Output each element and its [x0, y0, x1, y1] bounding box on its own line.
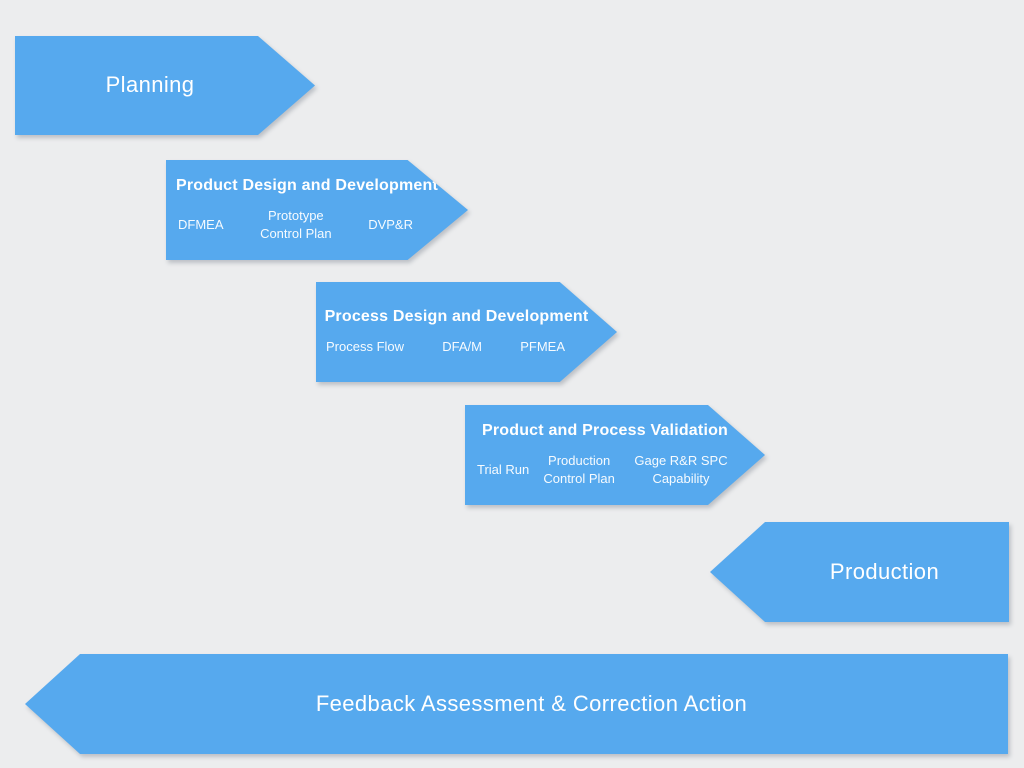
sub-item-prototype-control-plan: Prototype Control Plan: [260, 208, 332, 241]
sub-item-gage-rr-spc-capability: Gage R&R SPC Capability: [634, 453, 728, 486]
process-design-sub-row: Process Flow DFA/M PFMEA: [316, 338, 617, 356]
validation-content: Product and Process Validation Trial Run…: [465, 405, 765, 505]
validation-sub-row: Trial Run Production Control Plan Gage R…: [465, 452, 765, 487]
validation-title: Product and Process Validation: [481, 422, 729, 440]
sub-item-dfam: DFA/M: [442, 339, 482, 355]
arrow-process-design-development: Process Design and Development Process F…: [316, 282, 617, 382]
validation-arrow-shape: Product and Process Validation Trial Run…: [465, 405, 765, 505]
production-arrow-shape: Production: [710, 522, 1009, 622]
product-design-title: Product Design and Development: [175, 177, 439, 195]
product-design-sub-row: DFMEA Prototype Control Plan DVP&R: [166, 207, 468, 242]
planning-arrow-shape: Planning: [15, 36, 315, 135]
product-design-arrow-shape: Product Design and Development DFMEA Pro…: [166, 160, 468, 260]
arrow-production: Production: [710, 522, 1009, 622]
arrow-product-process-validation: Product and Process Validation Trial Run…: [465, 405, 765, 505]
sub-item-pfmea: PFMEA: [520, 339, 565, 355]
feedback-label: Feedback Assessment & Correction Action: [315, 690, 748, 716]
arrow-feedback-assessment-correction-action: Feedback Assessment & Correction Action: [25, 654, 1008, 754]
arrow-product-design-development: Product Design and Development DFMEA Pro…: [166, 160, 468, 260]
production-label: Production: [829, 558, 940, 584]
sub-item-trial-run: Trial Run: [477, 462, 530, 478]
sub-item-production-control-plan: Production Control Plan: [543, 453, 615, 486]
process-design-content: Process Design and Development Process F…: [316, 282, 617, 382]
product-design-content: Product Design and Development DFMEA Pro…: [166, 160, 468, 260]
feedback-arrow-shape: Feedback Assessment & Correction Action: [25, 654, 1008, 754]
sub-item-dfmea: DFMEA: [178, 217, 224, 233]
sub-item-process-flow: Process Flow: [326, 339, 405, 355]
sub-item-dvpr: DVP&R: [368, 217, 413, 233]
process-design-title: Process Design and Development: [324, 308, 589, 326]
arrow-planning: Planning: [15, 36, 315, 135]
process-design-arrow-shape: Process Design and Development Process F…: [316, 282, 617, 382]
planning-label: Planning: [105, 72, 195, 98]
